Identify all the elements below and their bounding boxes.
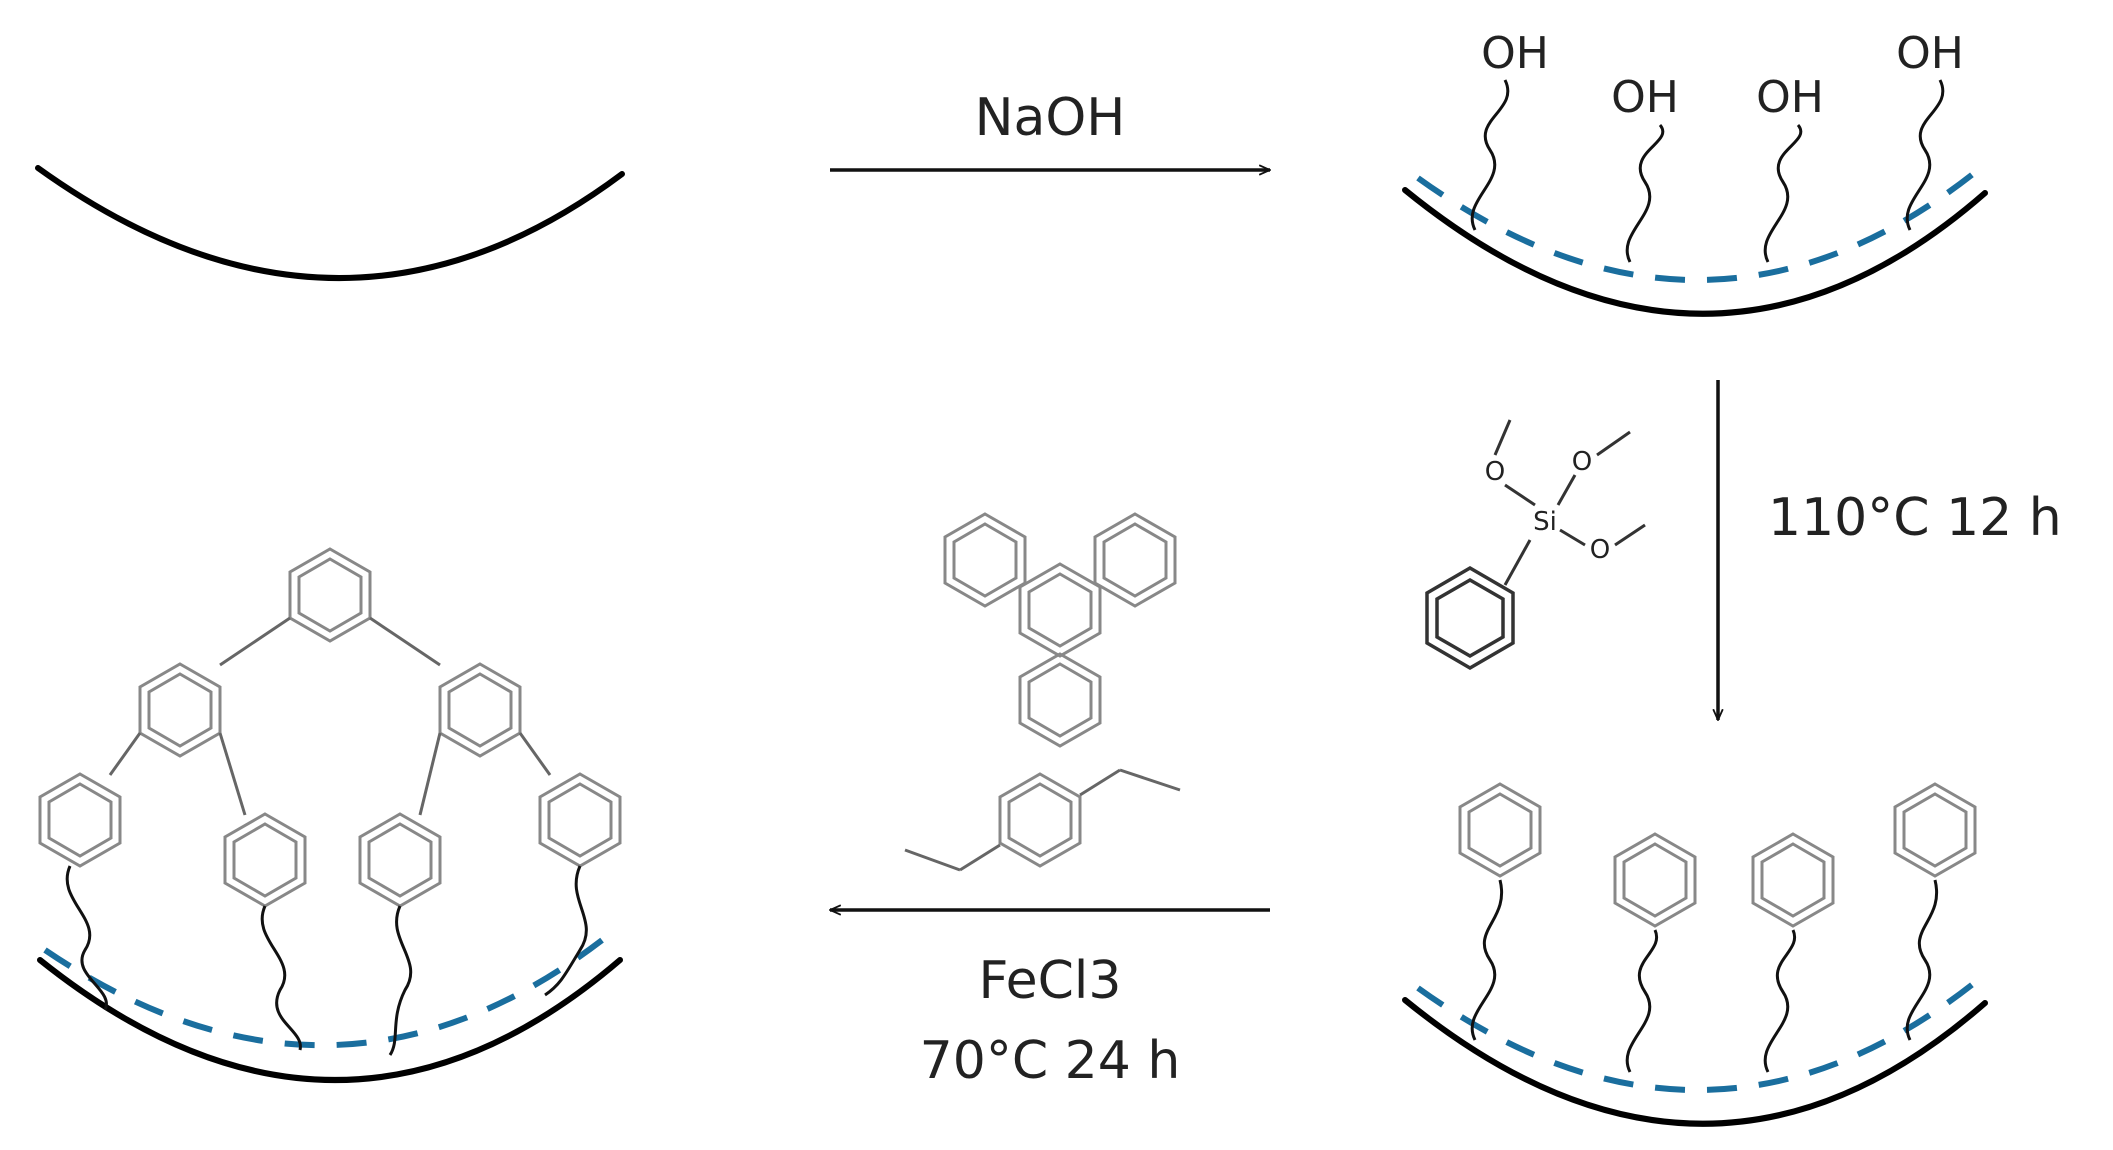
polymer-layer: [43, 927, 617, 1049]
bare-substrate: [35, 165, 625, 281]
svg-text:O: O: [1572, 447, 1592, 477]
phenyl-chain: [1751, 832, 1835, 1073]
substrate-curve: [35, 165, 625, 281]
svg-text:OH: OH: [1481, 28, 1549, 79]
hydroxylated-substrate: OH OH OH OH: [1402, 28, 1988, 317]
phenyl-chain: [1613, 832, 1697, 1073]
fecl3-label: FeCl3: [979, 951, 1122, 1011]
step2-arrow: 110°C 12 h: [1718, 380, 2062, 720]
svg-text:OH: OH: [1896, 28, 1964, 79]
hydroxyl-layer: [1416, 167, 1980, 283]
substrate-curve: [1402, 997, 1988, 1127]
dimethoxybenzene-structure: [904, 768, 1181, 872]
phenyl-chain: [1458, 782, 1542, 1041]
phenyl-chain: [1893, 782, 1977, 1041]
step3-arrow: FeCl3 70°C 24 h: [830, 910, 1270, 1091]
hydroxyl-chain: OH: [1611, 72, 1679, 263]
phenyl-grafted-substrate: [1402, 782, 1988, 1127]
svg-text:O: O: [1590, 535, 1610, 565]
hydroxyl-chain: OH: [1896, 28, 1964, 231]
hydroxyl-chain: OH: [1756, 72, 1824, 263]
naoh-label: NaOH: [975, 88, 1126, 148]
hydroxyl-chain: OH: [1470, 28, 1549, 231]
polymer-network-substrate: [37, 547, 623, 1083]
phenyltrimethoxysilane-structure: Si O O O: [1425, 419, 1646, 670]
silane-layer: [1416, 977, 1980, 1093]
step1-arrow: NaOH: [830, 88, 1270, 170]
svg-text:OH: OH: [1611, 72, 1679, 123]
substrate-curve: [1402, 187, 1988, 317]
conditions-110c: 110°C 12 h: [1768, 488, 2062, 548]
conditions-70c: 70°C 24 h: [920, 1031, 1181, 1091]
svg-text:OH: OH: [1756, 72, 1824, 123]
svg-text:Si: Si: [1533, 507, 1557, 537]
triphenylbenzene-structure: [943, 512, 1177, 748]
substrate-curve: [37, 957, 623, 1083]
svg-text:O: O: [1485, 457, 1505, 487]
